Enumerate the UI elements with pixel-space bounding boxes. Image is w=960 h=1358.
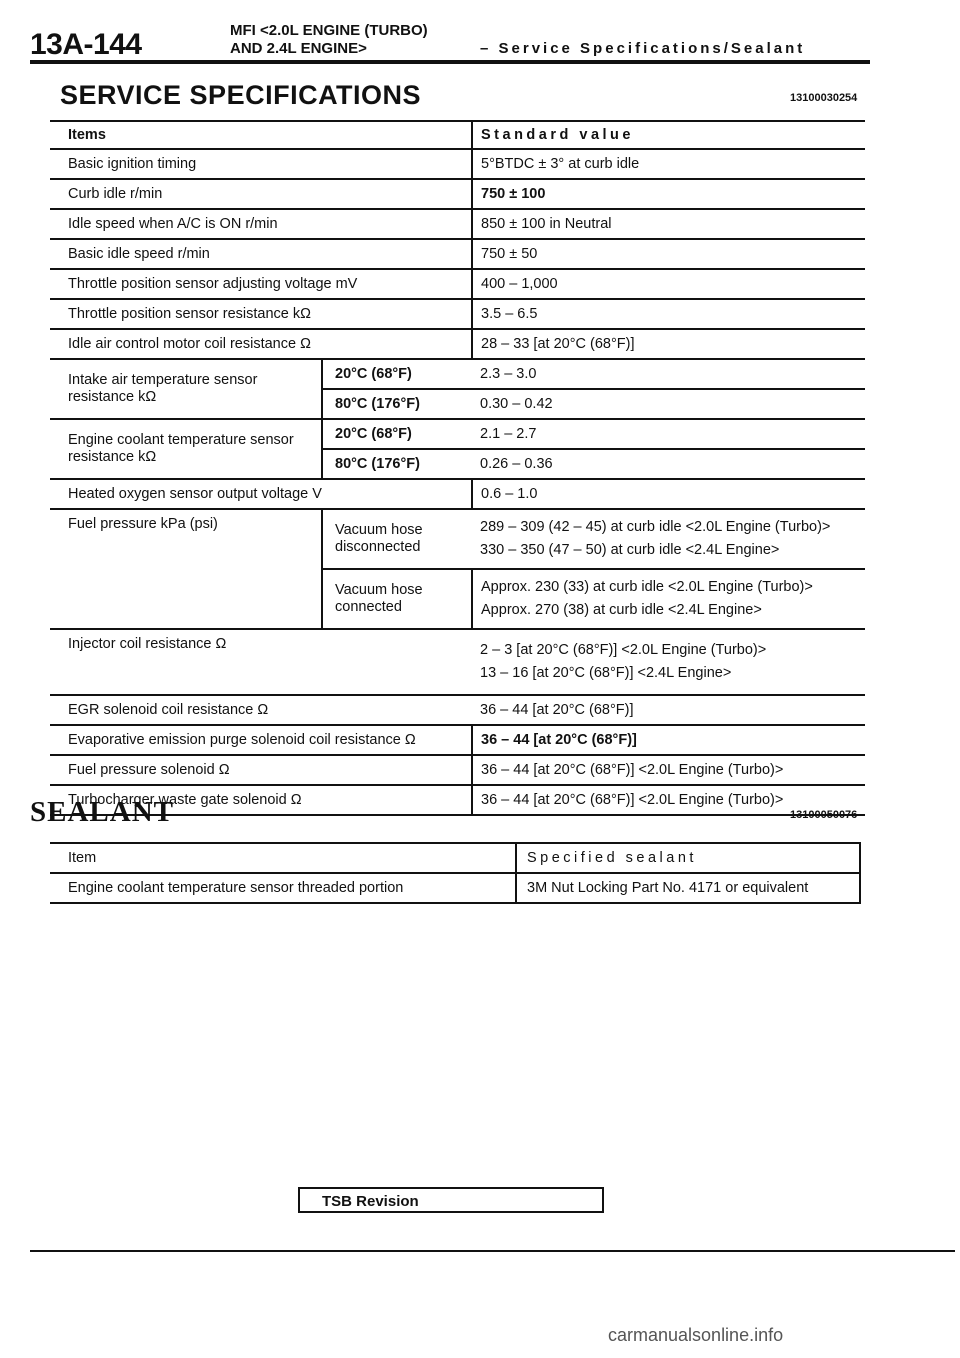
table-row: Vacuum hose connected Approx. 230 (33) a… xyxy=(50,568,866,630)
row-value: 0.26 – 0.36 xyxy=(472,448,866,480)
table-row: Throttle position sensor adjusting volta… xyxy=(50,268,866,300)
row-value: 0.30 – 0.42 xyxy=(472,388,866,420)
row-item: Throttle position sensor adjusting volta… xyxy=(50,268,473,300)
table-row: Heated oxygen sensor output voltage V 0.… xyxy=(50,478,866,510)
header-section-title: – Service Specifications/Sealant xyxy=(480,40,806,57)
header-engine-line2: AND 2.4L ENGINE> xyxy=(230,40,367,57)
row-item: Fuel pressure kPa (psi) xyxy=(50,508,322,630)
table-row: Intake air temperature sensor resistance… xyxy=(50,358,866,420)
service-specifications-table: Items Standard value Basic ignition timi… xyxy=(50,120,866,816)
row-value: Approx. 230 (33) at curb idle <2.0L Engi… xyxy=(471,568,866,630)
footer-rule xyxy=(30,1250,955,1252)
row-item: Injector coil resistance Ω xyxy=(50,628,473,696)
col-header-standard-value: Standard value xyxy=(471,120,866,150)
table-row: Engine coolant temperature sensor thread… xyxy=(50,872,861,904)
row-value-line: 2 – 3 [at 20°C (68°F)] <2.0L Engine (Tur… xyxy=(480,642,767,658)
row-value: 0.6 – 1.0 xyxy=(471,478,866,510)
row-condition: 20°C (68°F) xyxy=(320,418,473,450)
row-value: 2.3 – 3.0 xyxy=(472,358,866,390)
row-value-line: 289 – 309 (42 – 45) at curb idle <2.0L E… xyxy=(480,519,831,535)
row-value: 750 ± 50 xyxy=(471,238,866,270)
service-specifications-code: 13100030254 xyxy=(790,92,858,104)
row-value-line: 330 – 350 (47 – 50) at curb idle <2.4L E… xyxy=(480,542,780,558)
row-condition: Vacuum hose connected xyxy=(320,568,473,630)
sealant-code: 13100050076 xyxy=(790,809,858,821)
row-condition: 80°C (176°F) xyxy=(320,388,473,420)
row-value-line: Approx. 230 (33) at curb idle <2.0L Engi… xyxy=(481,579,813,595)
row-item: Intake air temperature sensor resistance… xyxy=(50,358,322,420)
row-value-line: Approx. 270 (38) at curb idle <2.4L Engi… xyxy=(481,602,762,618)
row-value: 2 – 3 [at 20°C (68°F)] <2.0L Engine (Tur… xyxy=(472,628,866,696)
col-header-items: Items xyxy=(50,120,473,150)
table-row: Engine coolant temperature sensor resist… xyxy=(50,418,866,480)
table-row: Turbocharger waste gate solenoid Ω 36 – … xyxy=(50,784,866,816)
row-value: 28 – 33 [at 20°C (68°F)] xyxy=(471,328,866,360)
row-value: 36 – 44 [at 20°C (68°F)] <2.0L Engine (T… xyxy=(471,754,866,786)
table-header-row: Items Standard value xyxy=(50,120,866,150)
table-header-row: Item Specified sealant xyxy=(50,842,861,874)
table-row: Fuel pressure solenoid Ω 36 – 44 [at 20°… xyxy=(50,754,866,786)
header-engine-line1: MFI <2.0L ENGINE (TURBO) xyxy=(230,22,428,39)
row-item: Basic ignition timing xyxy=(50,148,473,180)
table-row: Throttle position sensor resistance kΩ 3… xyxy=(50,298,866,330)
table-row: Idle air control motor coil resistance Ω… xyxy=(50,328,866,360)
row-item: EGR solenoid coil resistance Ω xyxy=(50,694,473,726)
sealant-title: SEALANT xyxy=(30,796,174,828)
row-value: 289 – 309 (42 – 45) at curb idle <2.0L E… xyxy=(472,508,866,570)
row-item: Engine coolant temperature sensor thread… xyxy=(50,872,516,904)
row-item: Fuel pressure solenoid Ω xyxy=(50,754,473,786)
table-row: Fuel pressure kPa (psi) Vacuum hose disc… xyxy=(50,508,866,630)
row-item: Throttle position sensor resistance kΩ xyxy=(50,298,473,330)
row-value: 36 – 44 [at 20°C (68°F)] xyxy=(471,724,866,756)
table-row: Basic ignition timing 5°BTDC ± 3° at cur… xyxy=(50,148,866,180)
header-rule xyxy=(30,60,870,64)
row-condition: 20°C (68°F) xyxy=(320,358,473,390)
watermark: carmanualsonline.info xyxy=(608,1325,784,1345)
row-value: 5°BTDC ± 3° at curb idle xyxy=(471,148,866,180)
row-condition: 80°C (176°F) xyxy=(320,448,473,480)
row-item: Idle speed when A/C is ON r/min xyxy=(50,208,473,240)
table-row: Curb idle r/min 750 ± 100 xyxy=(50,178,866,210)
table-row: Idle speed when A/C is ON r/min 850 ± 10… xyxy=(50,208,866,240)
row-value: 3M Nut Locking Part No. 4171 or equivale… xyxy=(515,872,861,904)
row-item: Curb idle r/min xyxy=(50,178,473,210)
tsb-revision-box: TSB Revision xyxy=(298,1187,604,1213)
row-item: Basic idle speed r/min xyxy=(50,238,473,270)
row-value: 400 – 1,000 xyxy=(471,268,866,300)
page-number: 13A-144 xyxy=(30,28,142,61)
row-value: 36 – 44 [at 20°C (68°F)] <2.0L Engine (T… xyxy=(471,784,866,816)
table-row: Injector coil resistance Ω 2 – 3 [at 20°… xyxy=(50,628,866,696)
table-row: EGR solenoid coil resistance Ω 36 – 44 [… xyxy=(50,694,866,726)
table-row: 80°C (176°F) 0.26 – 0.36 xyxy=(50,448,866,480)
row-value: 2.1 – 2.7 xyxy=(472,418,866,450)
table-row: 80°C (176°F) 0.30 – 0.42 xyxy=(50,388,866,420)
table-row: Evaporative emission purge solenoid coil… xyxy=(50,724,866,756)
row-item: Turbocharger waste gate solenoid Ω xyxy=(50,784,473,816)
row-value: 850 ± 100 in Neutral xyxy=(471,208,866,240)
row-value-line: 13 – 16 [at 20°C (68°F)] <2.4L Engine> xyxy=(480,665,732,681)
row-item: Idle air control motor coil resistance Ω xyxy=(50,328,473,360)
row-value: 36 – 44 [at 20°C (68°F)] xyxy=(472,694,866,726)
sealant-table: Item Specified sealant Engine coolant te… xyxy=(50,842,861,904)
row-item: Heated oxygen sensor output voltage V xyxy=(50,478,473,510)
row-value: 750 ± 100 xyxy=(471,178,866,210)
row-condition: Vacuum hose disconnected xyxy=(320,508,473,570)
col-header-item: Item xyxy=(50,842,516,874)
col-header-specified-sealant: Specified sealant xyxy=(515,842,861,874)
row-value: 3.5 – 6.5 xyxy=(471,298,866,330)
row-item: Evaporative emission purge solenoid coil… xyxy=(50,724,473,756)
service-specifications-title: SERVICE SPECIFICATIONS xyxy=(60,80,422,110)
row-item: Engine coolant temperature sensor resist… xyxy=(50,418,322,480)
table-row: Basic idle speed r/min 750 ± 50 xyxy=(50,238,866,270)
